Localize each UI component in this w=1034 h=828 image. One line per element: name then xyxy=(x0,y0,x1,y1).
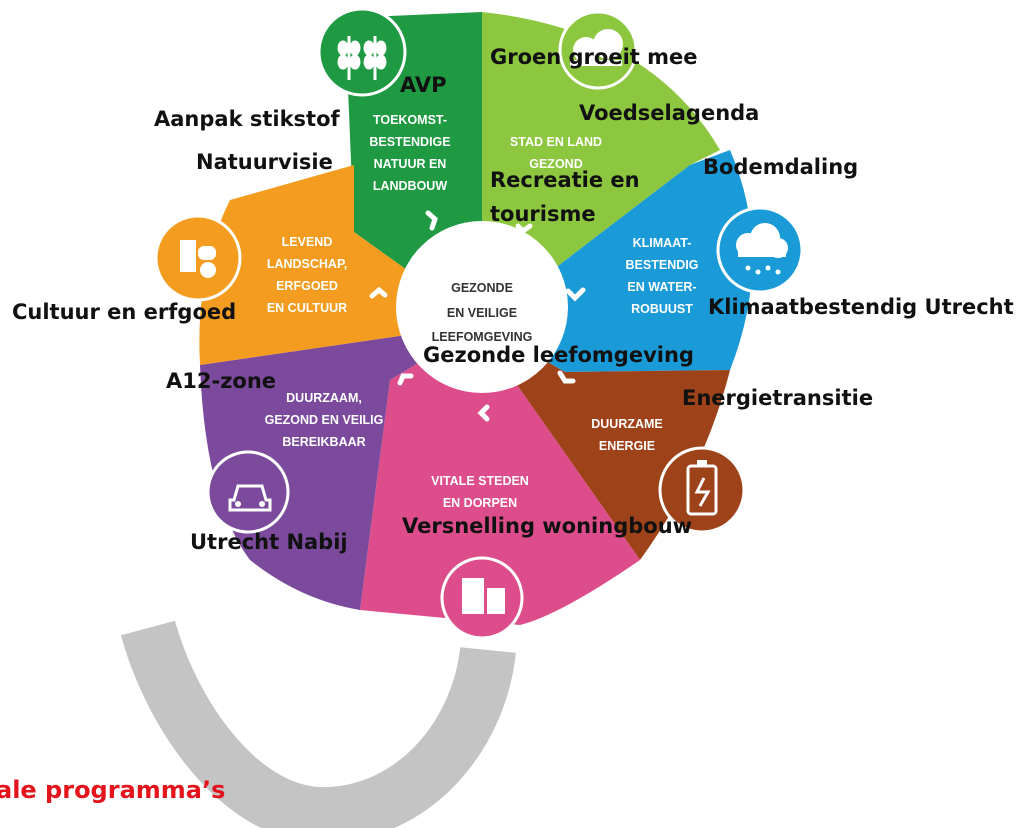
program-voedselagenda: Voedselagenda xyxy=(579,101,760,125)
program-avp: AVP xyxy=(400,73,447,97)
segment-label-klimaat: KLIMAAT- BESTENDIG EN WATER- ROBUUST xyxy=(626,236,699,316)
building-icon xyxy=(440,556,524,640)
segment-label-bereikbaar: DUURZAAM, GEZOND EN VEILIG BEREIKBAAR xyxy=(265,391,384,449)
chevron-arrows xyxy=(369,210,586,422)
segment-label-line: ENERGIE xyxy=(599,439,655,453)
segment-label-line: LANDSCHAP, xyxy=(267,257,347,271)
segment-label-steden: VITALE STEDEN EN DORPEN xyxy=(431,474,529,510)
center-label-line-2: EN VEILIGE xyxy=(447,306,517,320)
footer-title: ale programma’s xyxy=(0,776,226,804)
program-aanpak-stikstof: Aanpak stikstof xyxy=(154,107,340,131)
chevron-icon xyxy=(369,286,388,299)
chevron-icon xyxy=(397,373,414,386)
program-natuurvisie: Natuurvisie xyxy=(196,150,333,174)
chevron-icon xyxy=(515,223,533,235)
battery-icon xyxy=(658,446,746,534)
segment-label-line: NATUUR EN xyxy=(374,157,447,171)
rain-cloud-icon xyxy=(716,206,804,294)
program-gezonde-leefomgeving: Gezonde leefomgeving xyxy=(423,343,694,367)
program-klimaatbestendig-utrecht: Klimaatbestendig Utrecht xyxy=(708,295,1014,319)
grey-arc-decoration xyxy=(120,620,516,828)
segment-label-line: ERFGOED xyxy=(276,279,338,293)
segment-label-line: EN DORPEN xyxy=(443,496,517,510)
chevron-icon xyxy=(477,404,490,422)
center-circle xyxy=(396,221,568,393)
chevron-icon xyxy=(565,287,586,302)
segment-label-line: KLIMAAT- xyxy=(633,236,692,250)
segment-steden xyxy=(360,324,640,625)
center-label: GEZONDE EN VEILIGE LEEFOMGEVING xyxy=(432,281,533,344)
program-recreatie-line-2: tourisme xyxy=(490,202,596,226)
culture-icon xyxy=(154,214,242,302)
segment-label-line: LANDBOUW xyxy=(373,179,447,193)
center-label-line-3: LEEFOMGEVING xyxy=(432,330,533,344)
segment-bereikbaar xyxy=(200,324,482,610)
segment-label-line: STAD EN LAND xyxy=(510,135,602,149)
segment-label-line: EN WATER- xyxy=(627,280,696,294)
segment-label-line: VITALE STEDEN xyxy=(431,474,529,488)
program-versnelling-woningbouw: Versnelling woningbouw xyxy=(402,514,693,538)
chevron-icon xyxy=(425,210,438,231)
program-cultuur-en-erfgoed: Cultuur en erfgoed xyxy=(12,300,237,324)
program-bodemdaling: Bodemdaling xyxy=(703,155,859,179)
segment-label-line: EN CULTUUR xyxy=(267,301,347,315)
car-icon xyxy=(206,450,290,534)
tree-icon xyxy=(558,10,638,90)
segment-label-line: TOEKOMST- xyxy=(373,113,447,127)
program-utrecht-nabij: Utrecht Nabij xyxy=(190,530,348,554)
segment-label-line: BESTENDIGE xyxy=(369,135,450,149)
center-label-line-1: GEZONDE xyxy=(451,281,513,295)
segment-label-line: GEZOND EN VEILIG xyxy=(265,413,384,427)
segment-label-line: BESTENDIG xyxy=(626,258,699,272)
segment-label-stad-land: STAD EN LAND GEZOND xyxy=(510,135,602,171)
segment-label-line: DUURZAAM, xyxy=(286,391,362,405)
segment-label-line: GEZOND xyxy=(529,157,582,171)
segment-label-landschap: LEVEND LANDSCHAP, ERFGOED EN CULTUUR xyxy=(267,235,347,315)
program-recreatie-line-1: Recreatie en xyxy=(490,168,640,192)
program-a12-zone: A12-zone xyxy=(166,369,277,393)
segment-label-line: BEREIKBAAR xyxy=(282,435,365,449)
segment-label-line: LEVEND xyxy=(282,235,333,249)
segment-label-natuur: TOEKOMST- BESTENDIGE NATUUR EN LANDBOUW xyxy=(369,113,450,193)
segment-label-energie: DUURZAME ENERGIE xyxy=(591,417,663,453)
segment-label-line: DUURZAME xyxy=(591,417,663,431)
segment-label-line: ROBUUST xyxy=(631,302,693,316)
program-groen-groeit-mee: Groen groeit mee xyxy=(490,45,698,69)
chevron-icon xyxy=(557,370,576,384)
program-energietransitie: Energietransitie xyxy=(682,386,874,410)
wheat-icon xyxy=(317,7,407,97)
